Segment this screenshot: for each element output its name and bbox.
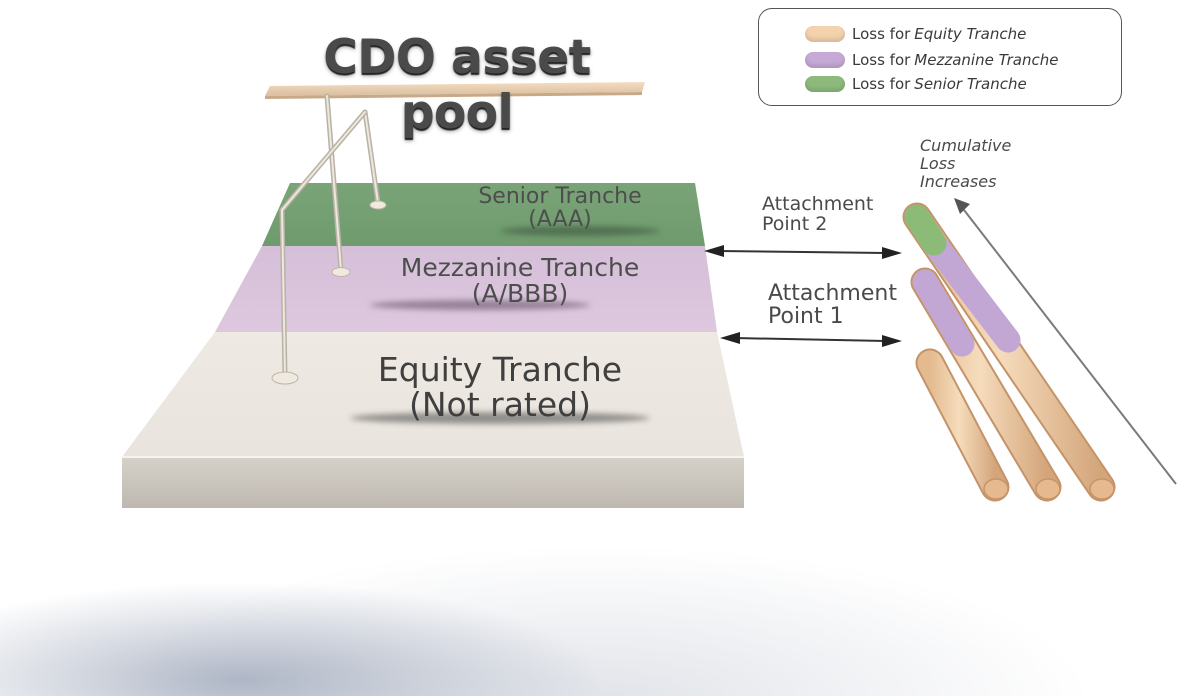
support-rods	[279, 93, 381, 379]
legend-item-mezzanine: Loss for Mezzanine Tranche	[805, 49, 1058, 71]
tube-equity-mezzanine	[910, 267, 1062, 502]
legend-swatch-equity	[805, 26, 845, 42]
mezzanine-tranche-rating: (A/BBB)	[471, 279, 569, 309]
attachment-point-2-label: Attachment Point 2	[762, 193, 874, 235]
mezzanine-tranche-label: Mezzanine Tranche (A/BBB)	[360, 253, 680, 309]
senior-tranche-name: Senior Tranche	[478, 184, 642, 209]
equity-tranche-label: Equity Tranche (Not rated)	[330, 350, 670, 424]
attachment-point-1-label: Attachment Point 1	[768, 281, 897, 330]
attachment-point-2-arrow	[704, 245, 902, 259]
legend: Loss for Equity Tranche Loss for Mezzani…	[758, 8, 1122, 106]
tube-all-tranches	[902, 202, 1116, 502]
legend-item-equity: Loss for Equity Tranche	[805, 23, 1026, 45]
mezzanine-tranche-name: Mezzanine Tranche	[400, 253, 640, 282]
asset-pool-shelf	[265, 82, 645, 99]
slab-front-face	[122, 457, 744, 508]
attachment-point-1-arrow	[720, 332, 902, 347]
cumulative-loss-arrow	[954, 198, 1177, 485]
tube-equity-only	[915, 348, 1010, 502]
label-shadows	[350, 226, 660, 424]
senior-tranche-label: Senior Tranche (AAA)	[430, 185, 690, 231]
legend-swatch-mezzanine	[805, 52, 845, 68]
senior-tranche-rating: (AAA)	[528, 207, 592, 233]
cumulative-loss-label: Cumulative Loss Increases	[920, 136, 1012, 191]
equity-tranche-rating: (Not rated)	[408, 384, 592, 424]
rod-feet	[271, 200, 387, 385]
equity-tranche-name: Equity Tranche	[377, 350, 623, 389]
page-title: CDO asset pool	[323, 30, 591, 140]
legend-swatch-senior	[805, 76, 845, 92]
legend-item-senior: Loss for Senior Tranche	[805, 73, 1027, 95]
equity-tranche-layer	[122, 332, 744, 457]
